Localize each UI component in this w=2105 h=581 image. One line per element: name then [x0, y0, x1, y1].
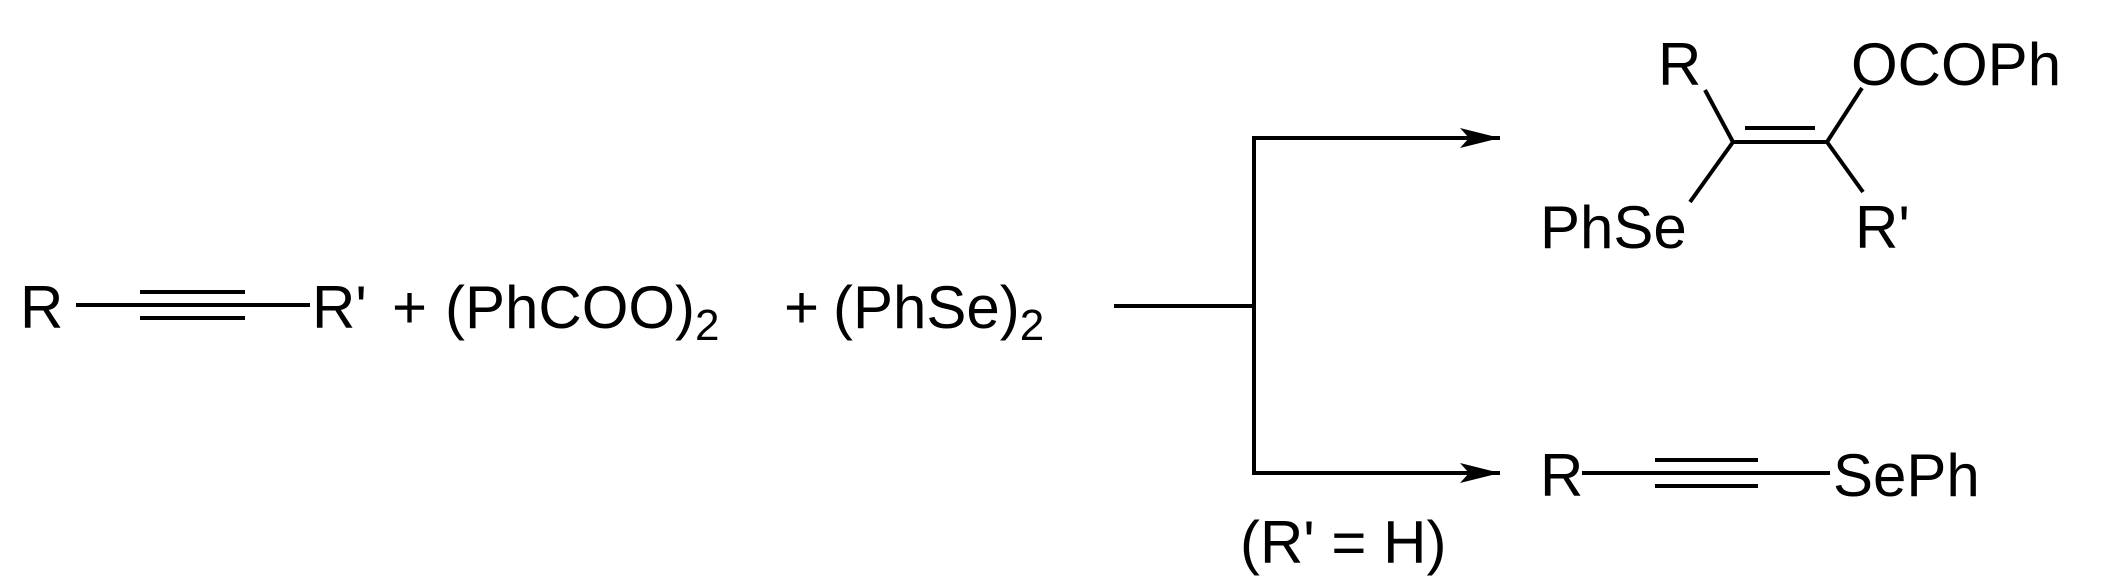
product-top-phse-label: PhSe — [1540, 194, 1687, 261]
product-top: R OCOPh PhSe R' — [1540, 31, 2061, 261]
bond-c1-to-phse — [1688, 140, 1735, 204]
reactant-benzoyl-peroxide: (PhCOO)2 — [445, 274, 720, 350]
reactant-alkyne: R R' — [20, 274, 367, 341]
plus-sign: + — [784, 274, 819, 341]
product-bottom: R SePh — [1540, 442, 1980, 509]
product-bottom-r-label: R — [1540, 442, 1583, 509]
diphenyl-diselenide-formula: (PhSe) — [833, 274, 1020, 341]
bottom-branch-condition: (R' = H) — [1240, 509, 1446, 576]
product-top-r-label: R — [1658, 31, 1701, 98]
benzoyl-peroxide-subscript: 2 — [695, 301, 719, 350]
svg-text:(PhSe)2: (PhSe)2 — [833, 274, 1044, 350]
svg-text:(PhCOO)2: (PhCOO)2 — [445, 274, 720, 350]
alkyne-r-label: R — [20, 274, 63, 341]
product-bottom-seph-label: SePh — [1833, 442, 1980, 509]
alkyne-r-prime-label: R' — [312, 274, 367, 341]
product-top-r-prime-label: R' — [1855, 194, 1910, 261]
plus-sign: + — [392, 274, 427, 341]
bond-c2-to-ester — [1825, 86, 1864, 144]
product-top-ester-label: OCOPh — [1851, 31, 2061, 98]
benzoyl-peroxide-formula: (PhCOO) — [445, 274, 695, 341]
reactant-diphenyl-diselenide: (PhSe)2 — [833, 274, 1044, 350]
bond-c2-to-r-prime — [1825, 140, 1865, 194]
bond-r-to-c1 — [1703, 89, 1735, 143]
branching-arrow: (R' = H) — [1114, 128, 1500, 576]
diphenyl-diselenide-subscript: 2 — [1020, 301, 1044, 350]
